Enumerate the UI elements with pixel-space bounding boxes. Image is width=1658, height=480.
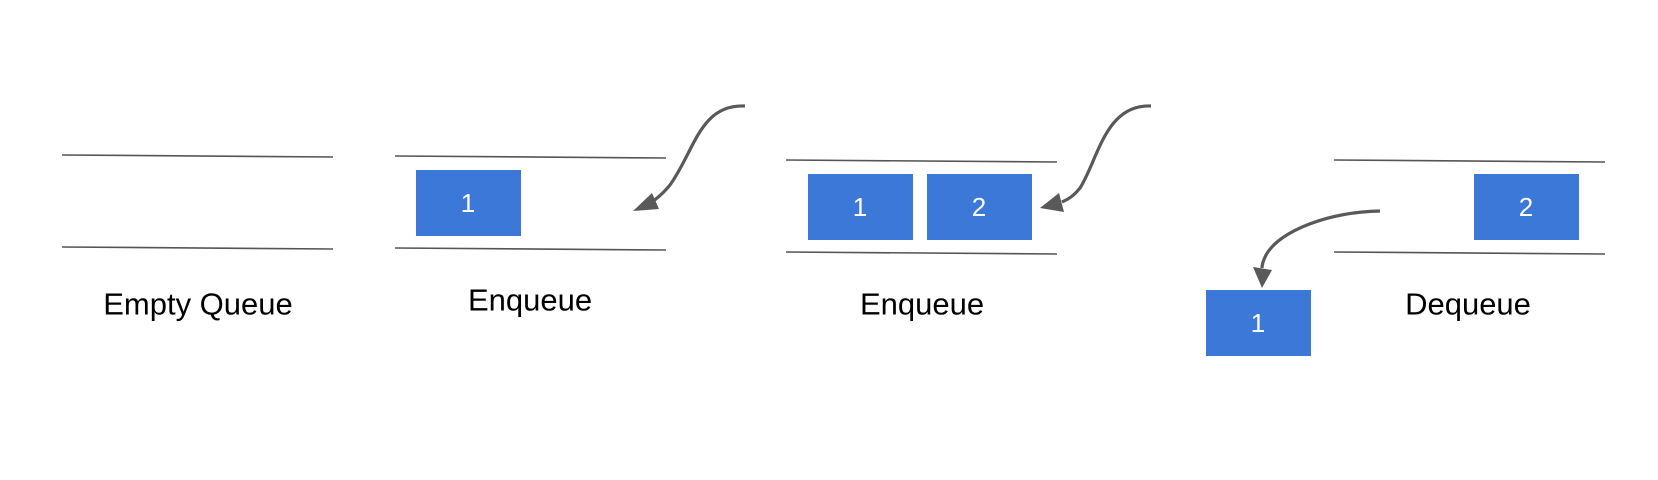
queue-item-rect: [416, 170, 521, 236]
panel-enqueue-1: 1 Enqueue: [394, 104, 746, 318]
panel-dequeue: 2 1 Dequeue: [1206, 159, 1606, 356]
caption-empty-queue: Empty Queue: [103, 287, 293, 322]
enqueue-arrow: [633, 104, 746, 211]
queue-item-rect: [808, 174, 913, 240]
dequeue-arrow: [1253, 209, 1381, 288]
queue-item-box: 2: [1474, 174, 1579, 240]
panel-enqueue-2: 1 2 Enqueue: [785, 104, 1152, 322]
queue-bottom-line: [394, 247, 667, 251]
queue-item-box: 2: [927, 174, 1032, 240]
queue-item-label: 2: [1519, 192, 1533, 222]
queue-top-line: [785, 159, 1058, 163]
queue-item-label: 1: [853, 192, 867, 222]
queue-bottom-line: [61, 246, 334, 250]
arrowhead-icon: [1253, 267, 1272, 288]
queue-item-label: 1: [461, 188, 475, 218]
queue-item-rect: [1474, 174, 1579, 240]
queue-item-rect: [927, 174, 1032, 240]
queue-top-line: [61, 154, 334, 158]
panel-empty-queue: Empty Queue: [61, 154, 334, 322]
caption-enqueue: Enqueue: [468, 283, 592, 318]
queue-item-rect: [1206, 290, 1311, 356]
caption-dequeue: Dequeue: [1405, 287, 1531, 322]
queue-item-box: 1: [808, 174, 913, 240]
queue-bottom-line: [785, 251, 1058, 255]
queue-item-label: 2: [972, 192, 986, 222]
arrowhead-icon: [1040, 193, 1064, 212]
dequeued-item-box: 1: [1206, 290, 1311, 356]
arrowhead-icon: [633, 193, 659, 211]
caption-enqueue: Enqueue: [860, 287, 984, 322]
queue-top-line: [1333, 159, 1606, 163]
queue-bottom-line: [1333, 251, 1606, 255]
enqueue-arrow: [1040, 104, 1152, 212]
queue-top-line: [394, 155, 667, 159]
queue-item-label: 1: [1251, 308, 1265, 338]
queue-item-box: 1: [416, 170, 521, 236]
